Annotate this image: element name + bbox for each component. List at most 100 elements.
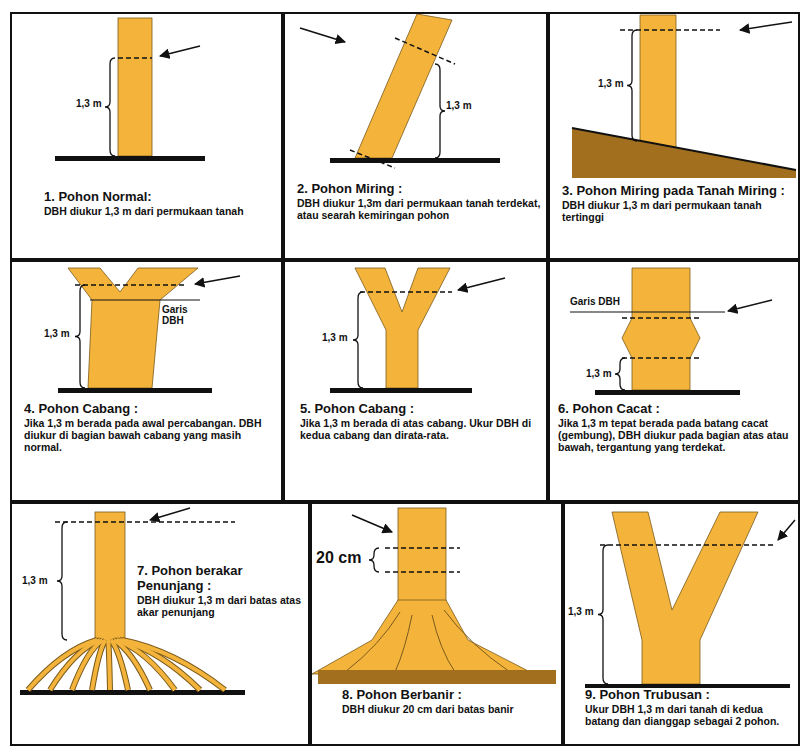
tree-trunk <box>68 268 198 388</box>
buttress-line <box>345 612 400 672</box>
panel-caption: 1. Pohon Normal:DBH diukur 1,3 m dari pe… <box>44 190 269 217</box>
prop-root <box>122 640 225 690</box>
height-brace <box>105 58 115 156</box>
dbh-dashed-line <box>55 521 235 523</box>
dbh-dashed-line <box>622 317 702 319</box>
ground-line <box>595 390 740 395</box>
dbh-dashed-line <box>385 547 460 549</box>
dbh-line <box>90 299 200 300</box>
offset-label: 20 cm <box>316 549 368 567</box>
dbh-dashed-line <box>622 357 702 359</box>
prop-roots <box>28 640 225 690</box>
dimension-label: 1,3 m <box>44 328 76 339</box>
panel-caption: 6. Pohon Cacat :Jika 1,3 m tepat berada … <box>558 402 794 453</box>
panel-caption: 9. Pohon Trubusan :Ukur DBH 1,3 m dari t… <box>585 688 795 727</box>
prop-root <box>92 640 105 690</box>
dimension-label: 1,3 m <box>446 100 478 111</box>
diagram-panel: 8. Pohon Berbanir :DBH diukur 20 cm dari… <box>310 502 563 746</box>
buttress-line <box>444 610 510 672</box>
diagram-panel: 2. Pohon Miring :DBH diukur 1,3m dari pe… <box>283 12 548 260</box>
diagram-panel: 9. Pohon Trubusan :Ukur DBH 1,3 m dari t… <box>563 502 800 746</box>
panel-body: DBH diukur 1,3 m dari permukaan tanah te… <box>562 199 794 223</box>
measure-marks <box>55 22 795 684</box>
panel-body: Jika 1,3 m berada pada awal percabangan.… <box>24 417 279 453</box>
dimension-label: 1,3 m <box>76 98 108 109</box>
panel-body: Jika 1,3 m tepat berada pada batang caca… <box>558 417 794 453</box>
panel-heading: 7. Pohon berakar Penunjang : <box>137 564 305 594</box>
diagram-panel: 3. Pohon Miring pada Tanah Miring :DBH d… <box>548 12 800 260</box>
pointer-arrow <box>150 508 190 520</box>
pointer-arrow <box>740 22 792 30</box>
prop-root <box>108 640 110 690</box>
ground-line <box>20 690 245 695</box>
diagram-panel: 7. Pohon berakar Penunjang :DBH diukur 1… <box>10 502 310 746</box>
panel-heading: 5. Pohon Cabang : <box>300 402 540 417</box>
dimension-label: Garis DBH <box>162 304 202 326</box>
panel-caption: 5. Pohon Cabang :Jika 1,3 m berada di at… <box>300 402 540 441</box>
dbh-dashed-line <box>118 57 152 59</box>
ground-line <box>572 128 796 170</box>
prop-root <box>108 640 110 690</box>
ground-line <box>330 388 472 393</box>
ground-line <box>58 388 212 393</box>
tree-trunk <box>355 14 452 158</box>
dbh-line <box>570 311 725 312</box>
dbh-dashed-line <box>360 291 452 293</box>
panel-body: DBH diukur 1,3m dari permukaan tanah ter… <box>297 197 542 221</box>
panel-body: DBH diukur 1,3 m dari batas atas akar pe… <box>137 594 305 618</box>
dbh-dashed-line <box>395 38 455 64</box>
pointer-arrow <box>778 520 795 540</box>
diagram-panel: 5. Pohon Cabang :Jika 1,3 m berada di at… <box>283 260 548 502</box>
pointer-arrow <box>195 276 240 284</box>
buttress-line <box>432 615 455 672</box>
dimension-label: Garis DBH <box>570 296 640 307</box>
panel-caption: 8. Pohon Berbanir :DBH diukur 20 cm dari… <box>342 688 557 715</box>
ground-band <box>318 670 556 684</box>
tree-trunk <box>612 512 758 684</box>
panel-heading: 9. Pohon Trubusan : <box>585 688 795 703</box>
dimension-label: 1,3 m <box>586 368 618 379</box>
panel-caption: 2. Pohon Miring :DBH diukur 1,3m dari pe… <box>297 182 542 221</box>
sloped-ground <box>572 128 796 178</box>
dbh-dashed-line <box>385 571 460 573</box>
height-brace <box>369 548 379 572</box>
height-brace <box>598 545 608 684</box>
height-brace <box>353 292 363 388</box>
panel-caption: 7. Pohon berakar Penunjang :DBH diukur 1… <box>137 564 305 618</box>
panel-heading: 8. Pohon Berbanir : <box>342 688 557 703</box>
pointer-arrow <box>352 515 392 532</box>
panel-heading: 6. Pohon Cacat : <box>558 402 794 417</box>
dimension-label: 1,3 m <box>322 332 354 343</box>
buttress-roots <box>312 600 534 674</box>
dimension-label: 1,3 m <box>598 78 630 89</box>
ground-line <box>330 158 500 163</box>
tree-trunk <box>622 268 700 390</box>
tree-trunk <box>118 18 152 156</box>
panel-caption: 4. Pohon Cabang :Jika 1,3 m berada pada … <box>24 402 279 453</box>
dbh-dashed-line <box>600 544 775 546</box>
pointer-arrow <box>458 278 505 290</box>
height-brace <box>435 64 445 158</box>
panel-body: DBH diukur 20 cm dari batas banir <box>342 703 557 715</box>
panel-heading: 4. Pohon Cabang : <box>24 402 279 417</box>
panel-body: Jika 1,3 m berada di atas cabang. Ukur D… <box>300 417 540 441</box>
height-brace <box>615 358 625 390</box>
panel-caption: 3. Pohon Miring pada Tanah Miring :DBH d… <box>562 184 794 223</box>
dbh-dashed-line <box>350 150 395 168</box>
pointer-arrow <box>160 46 200 56</box>
height-brace <box>75 285 85 388</box>
height-brace <box>57 522 67 640</box>
panel-body: Ukur DBH 1,3 m dari tanah di kedua batan… <box>585 703 795 727</box>
diagram-panel: 4. Pohon Cabang :Jika 1,3 m berada pada … <box>10 260 283 502</box>
buttress-line <box>395 615 412 672</box>
dimension-label: 1,3 m <box>568 606 600 617</box>
tree-trunk <box>640 15 676 149</box>
panel-heading: 2. Pohon Miring : <box>297 182 542 197</box>
tree-trunk <box>398 508 446 608</box>
ground-line <box>55 156 205 161</box>
dimension-label: 1,3 m <box>22 575 54 586</box>
panel-heading: 3. Pohon Miring pada Tanah Miring : <box>562 184 794 199</box>
pointer-arrow <box>728 300 772 311</box>
pointer-arrow <box>300 28 345 42</box>
